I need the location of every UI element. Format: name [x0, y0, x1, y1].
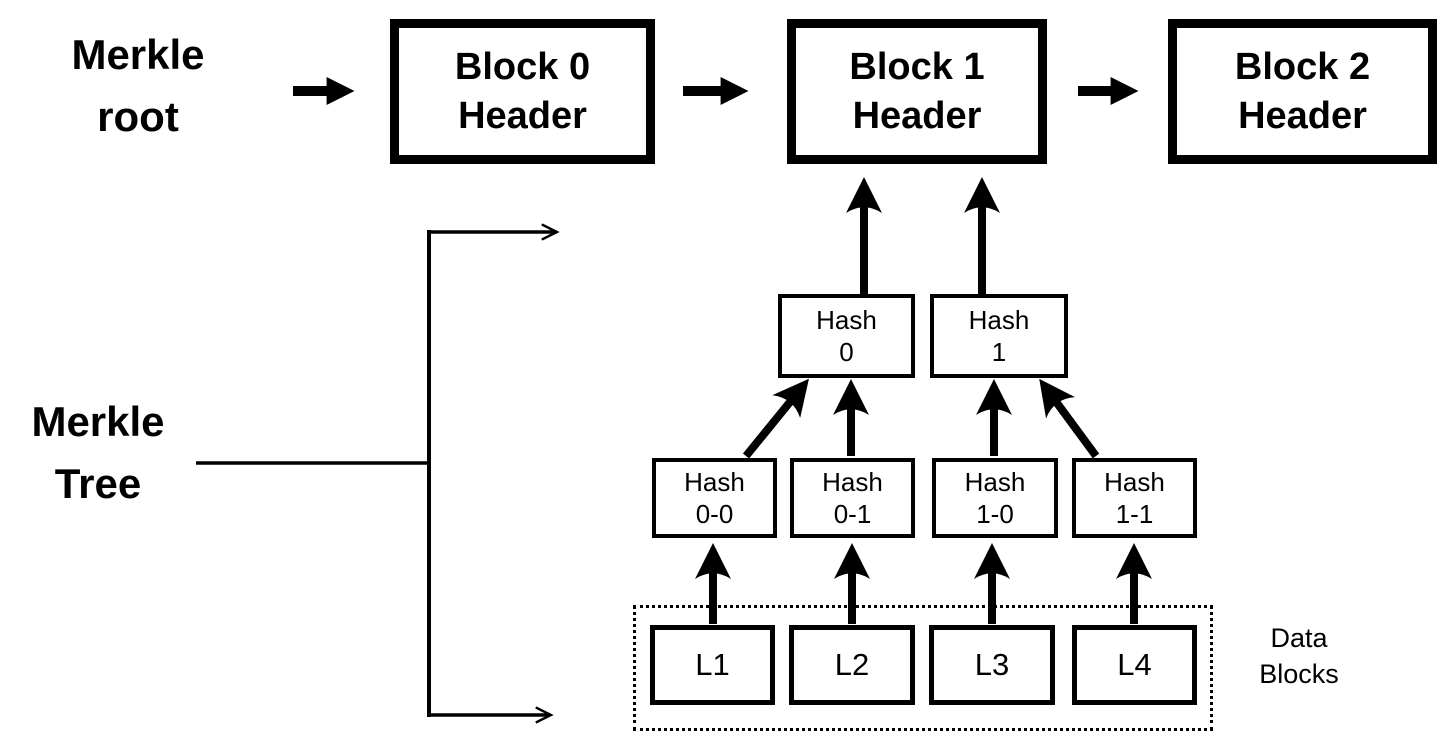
hash-1-1-label: Hash 1-1	[1104, 466, 1165, 530]
block-2-header-label: Block 2 Header	[1234, 45, 1371, 137]
hash-1-box: Hash 1	[930, 294, 1068, 378]
data-block-l1-label: L1	[695, 647, 730, 682]
hash-0-label: Hash 0	[816, 304, 877, 368]
data-blocks-container	[633, 605, 1213, 731]
data-block-l1-box: L1	[650, 625, 775, 705]
hash-0-1-box: Hash 0-1	[790, 458, 915, 538]
hash-0-1-label: Hash 0-1	[822, 466, 883, 530]
block-2-header-box: Block 2 Header	[1168, 19, 1437, 164]
data-block-l2-label: L2	[834, 647, 870, 682]
arrow-hash00-to-hash0	[742, 378, 809, 459]
merkle-root-label: Merkle root	[71, 31, 205, 140]
data-blocks-label: Data Blocks	[1259, 623, 1339, 690]
data-block-l4-label: L4	[1117, 647, 1152, 682]
hash-1-0-box: Hash 1-0	[932, 458, 1058, 538]
hash-0-0-box: Hash 0-0	[652, 458, 777, 538]
block-0-header-box: Block 0 Header	[390, 19, 655, 164]
data-block-l3-label: L3	[974, 647, 1010, 682]
hash-1-0-label: Hash 1-0	[964, 466, 1026, 530]
hash-1-1-box: Hash 1-1	[1072, 458, 1197, 538]
merkle-tree-label: Merkle Tree	[31, 398, 165, 507]
data-block-l3-box: L3	[929, 625, 1055, 705]
block-1-header-label: Block 1 Header	[849, 45, 985, 137]
block-0-header-label: Block 0 Header	[454, 45, 591, 137]
arrow-hash11-to-hash1	[1039, 378, 1100, 459]
data-block-l4-box: L4	[1072, 625, 1197, 705]
hash-0-0-label: Hash 0-0	[684, 466, 745, 530]
block-1-header-box: Block 1 Header	[787, 19, 1047, 164]
data-block-l2-box: L2	[789, 625, 915, 705]
hash-0-box: Hash 0	[778, 294, 915, 378]
hash-1-label: Hash 1	[968, 304, 1030, 368]
